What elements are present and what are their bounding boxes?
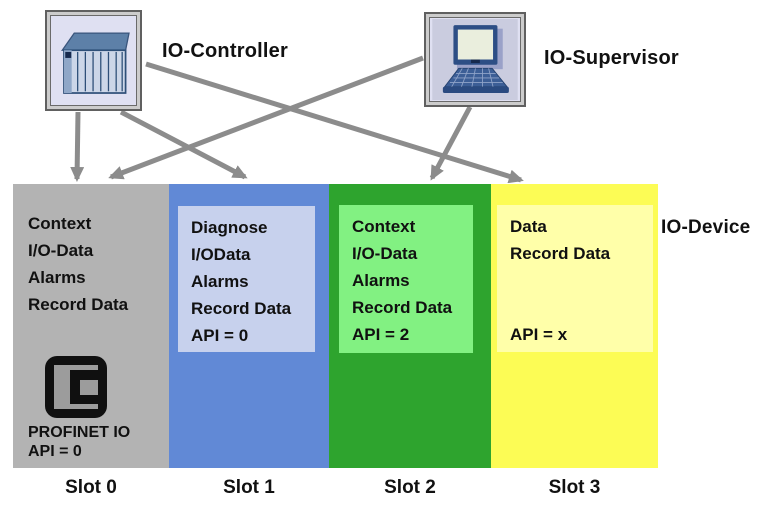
plc-rack-icon	[52, 17, 135, 104]
slot-2-caption: Slot 2	[384, 477, 436, 498]
io-controller-box	[45, 10, 142, 111]
profinet-io-caption: PROFINET IO	[28, 424, 131, 441]
service-line: Context	[28, 214, 92, 233]
service-line: API = 0	[191, 326, 249, 345]
slot-0-api-caption: API = 0	[28, 443, 82, 460]
service-line: API = 2	[352, 325, 410, 344]
service-line: Diagnose	[191, 218, 268, 237]
service-line: Alarms	[352, 271, 410, 290]
profinet-connector-logo-icon	[45, 356, 107, 418]
service-line: I/OData	[191, 245, 251, 264]
arrow-io-supervisor-to-slot-2	[429, 105, 473, 181]
service-line: I/O-Data	[28, 241, 94, 260]
profinet-logo-glyph	[70, 370, 98, 404]
service-line: Alarms	[191, 272, 249, 291]
slot-0-caption: Slot 0	[65, 477, 117, 498]
io-supervisor-label: IO-Supervisor	[544, 47, 679, 69]
service-line: Context	[352, 217, 416, 236]
profinet-logo-notch	[80, 380, 98, 395]
service-line: API = x	[510, 325, 568, 344]
slot-1-caption: Slot 1	[223, 477, 275, 498]
service-line: Record Data	[510, 244, 611, 263]
slot-3-caption: Slot 3	[548, 477, 601, 498]
service-line: Record Data	[191, 299, 292, 318]
arrow-io-controller-to-slot-3	[145, 61, 524, 184]
service-line: Alarms	[28, 268, 86, 287]
arrow-io-controller-to-slot-0	[70, 111, 85, 182]
io-controller-label: IO-Controller	[162, 40, 288, 62]
profinet-logo-inner	[54, 365, 98, 409]
io-supervisor-box	[424, 12, 526, 107]
service-line: I/O-Data	[352, 244, 418, 263]
laptop-icon	[432, 19, 518, 100]
slot-0-footer: PROFINET IO API = 0	[28, 423, 130, 461]
arrow-io-supervisor-to-slot-0	[108, 55, 424, 180]
arrow-io-controller-to-slot-1	[119, 109, 248, 180]
io-device-label: IO-Device	[661, 217, 751, 238]
service-line: Record Data	[28, 295, 129, 314]
service-line: Data	[510, 217, 547, 236]
service-line: Record Data	[352, 298, 453, 317]
